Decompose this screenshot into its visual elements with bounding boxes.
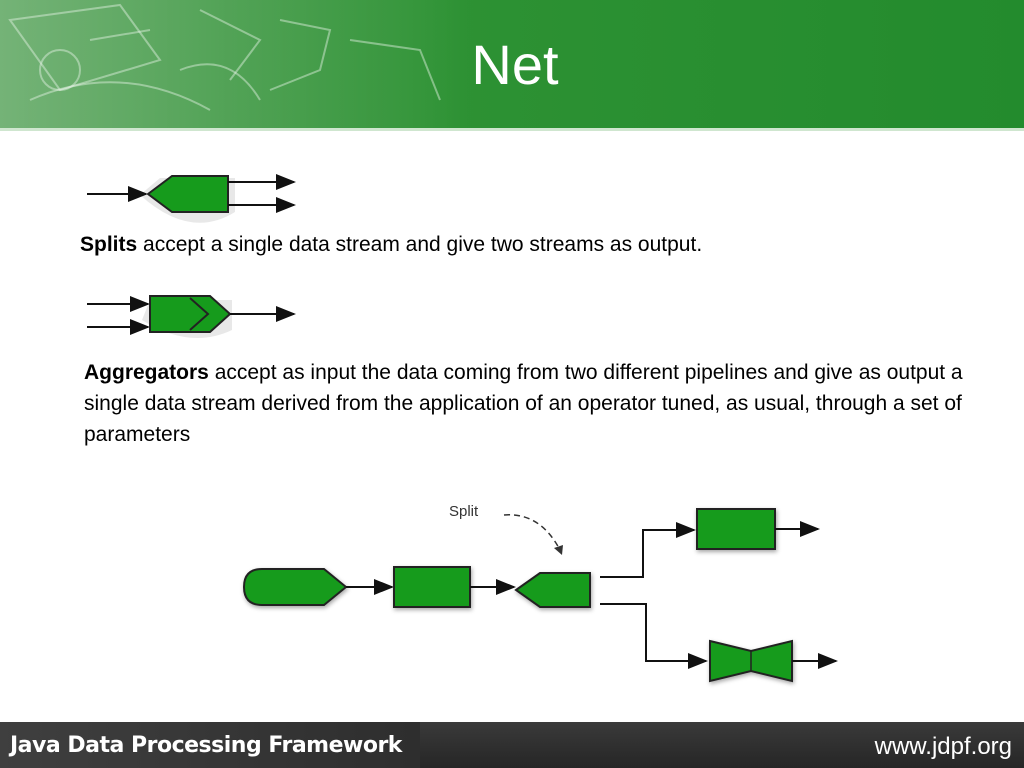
pipeline-diagram: [242, 508, 838, 683]
pipeline-branch-bottom: [600, 603, 708, 669]
footer-framework-name: Java Data Processing Framework: [10, 733, 402, 758]
split-label-pointer: [503, 514, 561, 551]
aggregators-text: accept as input the data coming from two…: [84, 361, 963, 446]
aggregator-node-shape: [149, 295, 232, 333]
footer-brand-panel: Java Data Processing Framework: [0, 722, 420, 768]
node-diagrams: [87, 174, 838, 683]
aggregators-term: Aggregators: [84, 361, 209, 384]
splits-term: Splits: [80, 233, 138, 256]
header-sketch-decoration: [0, 0, 470, 128]
slide-header: Net: [0, 0, 1024, 128]
aggregators-description: Aggregators accept as input the data com…: [84, 357, 984, 450]
splits-text: accept a single data stream and give two…: [137, 233, 703, 256]
pipeline-filter-node: [393, 566, 471, 608]
pipeline-reader-node: [242, 568, 348, 606]
pipeline-branch-top-node: [696, 508, 776, 550]
slide-title: Net: [471, 33, 559, 96]
aggregator-node-icon: [87, 295, 296, 338]
splits-description: Splits accept a single data stream and g…: [80, 229, 980, 260]
split-label: Split: [449, 503, 479, 520]
slide-footer: Java Data Processing Framework www.jdpf.…: [0, 722, 1024, 768]
split-node-shape: [146, 175, 229, 213]
pipeline-split-node: [514, 572, 591, 608]
footer-url[interactable]: www.jdpf.org: [874, 733, 1012, 760]
header-divider: [0, 128, 1024, 131]
pipeline-branch-top: [600, 522, 696, 578]
split-node-icon: [87, 174, 296, 223]
